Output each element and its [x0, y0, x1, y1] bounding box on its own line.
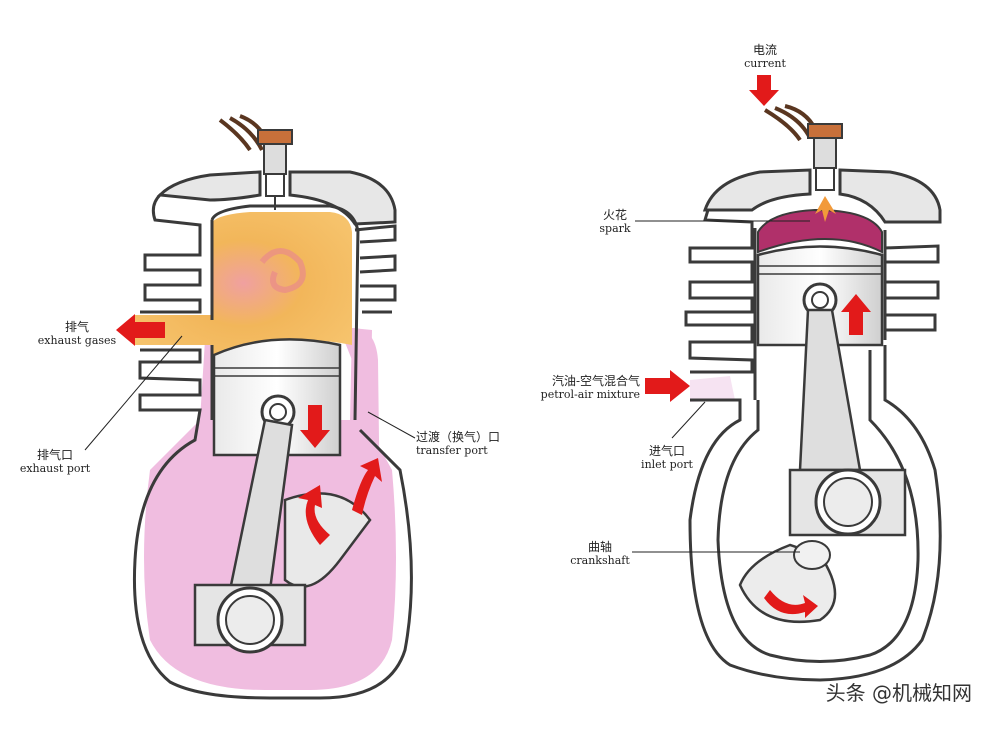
- big-end-right: [788, 468, 907, 570]
- spark-plug-right: [763, 104, 843, 222]
- transfer-arrow-1: [298, 485, 330, 545]
- label-exhaust-gases: 排气 exhaust gases: [32, 320, 122, 348]
- exhaust-port-zh: 排气口: [36, 448, 73, 462]
- petrol-air-zh: 汽油-空气混合气: [551, 374, 640, 388]
- label-petrol-air: 汽油-空气混合气 petrol-air mixture: [520, 374, 640, 402]
- current-en: current: [744, 57, 786, 70]
- exhaust-port-leader: [84, 335, 183, 451]
- transfer-port-leader: [367, 411, 416, 439]
- transfer-arrow-2: [352, 458, 382, 515]
- petrol-air-en: petrol-air mixture: [540, 388, 640, 401]
- arrows-right: [645, 75, 871, 618]
- arrows-left: [116, 314, 382, 545]
- exhaust-arrow: [116, 314, 165, 346]
- exhaust-gas-cloud: [135, 212, 352, 370]
- spark-burst: [815, 196, 836, 222]
- current-arrow: [749, 75, 779, 106]
- cylinder-wall-right: [753, 228, 887, 400]
- label-crankshaft: 曲轴 crankshaft: [565, 540, 635, 568]
- piston-down-arrow: [300, 405, 330, 448]
- left-engine: [84, 114, 416, 700]
- mixture-haze: [690, 376, 735, 402]
- watermark: 头条 @机械知网: [825, 681, 972, 705]
- cylinder-head-left: [156, 170, 397, 226]
- mixture-in-arrow: [645, 370, 690, 402]
- label-current: 电流 current: [725, 43, 805, 71]
- exhaust-gases-zh: 排气: [64, 320, 89, 334]
- cylinder-head-right: [702, 168, 942, 224]
- cylinder-wall-left: [210, 204, 360, 420]
- crank-rotate-arrow: [764, 590, 818, 618]
- inlet-port-leader: [671, 401, 706, 439]
- cooling-fins-right: [884, 244, 940, 332]
- spark-en: spark: [599, 222, 631, 235]
- exhaust-swirl: [259, 248, 306, 294]
- crankshaft-en: crankshaft: [570, 554, 630, 567]
- spark-zh: 火花: [602, 208, 627, 222]
- big-end-left: [193, 583, 307, 654]
- label-transfer-port: 过渡（换气）口 transfer port: [416, 430, 536, 458]
- crankshaft-zh: 曲轴: [587, 540, 612, 554]
- inlet-port-zh: 进气口: [648, 444, 685, 458]
- right-engine: [632, 75, 942, 682]
- spark-plug-left: [218, 114, 293, 210]
- piston-up-arrow: [841, 294, 871, 335]
- label-spark: 火花 spark: [590, 208, 640, 236]
- label-inlet-port: 进气口 inlet port: [632, 444, 702, 472]
- exhaust-port-en: exhaust port: [19, 462, 91, 475]
- transfer-port-zh: 过渡（换气）口: [416, 430, 501, 444]
- crankcase-inner-right: [716, 350, 920, 663]
- current-zh: 电流: [752, 43, 777, 57]
- engine-casing-left: [132, 188, 413, 700]
- inlet-port-en: inlet port: [641, 458, 693, 471]
- transfer-port-en: transfer port: [416, 444, 488, 457]
- cooling-fins-right-left: [354, 224, 397, 314]
- label-exhaust-port: 排气口 exhaust port: [10, 448, 100, 476]
- exhaust-gases-en: exhaust gases: [37, 334, 117, 347]
